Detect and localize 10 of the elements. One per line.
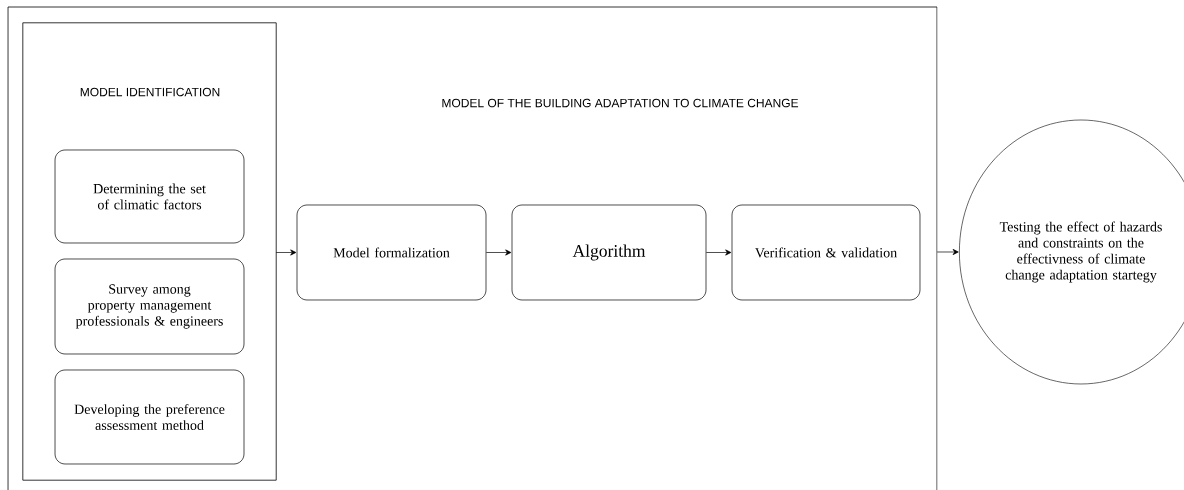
arrow	[486, 249, 512, 256]
process-box: Verification & validation	[731, 204, 921, 301]
process-box: Model formalization	[296, 204, 487, 301]
process-box: Survey among property management professionals & engineers	[54, 258, 245, 355]
process-box: Developing the preference assessment method	[54, 369, 245, 465]
arrow	[275, 249, 297, 256]
arrow	[706, 249, 732, 256]
process-box: Determining the set of climatic factors	[54, 149, 245, 244]
arrow	[936, 249, 959, 255]
process-box: Algorithm	[511, 204, 707, 301]
